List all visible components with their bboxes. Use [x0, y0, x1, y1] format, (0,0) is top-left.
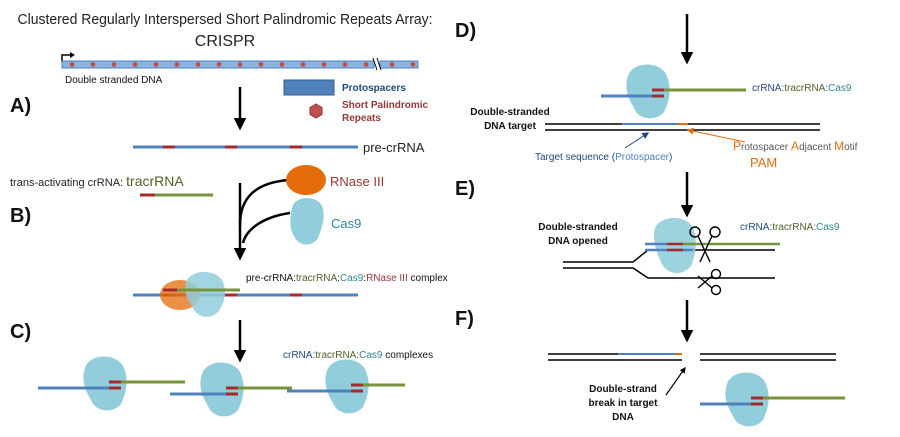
cas9-shape: [290, 197, 324, 245]
tracr-name: tracrRNA: [126, 173, 184, 189]
array-repeat: [363, 62, 369, 67]
tracr-prefix: trans-activating crRNA:: [10, 177, 126, 189]
array-repeat: [300, 62, 306, 67]
d-complex: [601, 64, 746, 119]
array-repeat: [69, 62, 75, 67]
step-d: D): [455, 20, 476, 42]
c-complex-label: crRNA:tracrRNA:Cas9 complexes: [283, 350, 433, 361]
ds-opened-1: Double-stranded: [538, 222, 617, 233]
ds-target-2: DNA target: [484, 121, 537, 132]
cas9-shape: [200, 362, 244, 417]
array-repeat: [342, 62, 348, 67]
pam-pointer: [686, 127, 746, 143]
legend-repeats-1: Short Palindromic: [342, 100, 429, 111]
cas9-complex: [38, 356, 185, 411]
f-complex: [700, 372, 845, 427]
rnase-label: RNase III: [330, 174, 384, 189]
merge-curve-lower: [241, 211, 291, 244]
cas9-shape: [725, 372, 769, 427]
array-repeat: [258, 62, 264, 67]
cas9-label: Cas9: [331, 216, 361, 231]
break-label-2: break in target: [589, 398, 659, 409]
array-repeat: [153, 62, 159, 67]
step-c: C): [10, 321, 31, 343]
array-repeat: [321, 62, 327, 67]
crispr-array: [61, 52, 419, 71]
c-complexes: [38, 356, 405, 417]
step-e: E): [455, 178, 475, 200]
array-repeat: [216, 62, 222, 67]
pre-complex: [133, 271, 358, 317]
cas9-shape: [83, 356, 127, 411]
array-repeat: [279, 62, 285, 67]
cas9-complex: [700, 372, 845, 427]
array-repeat: [132, 62, 138, 67]
cas9-complex: [287, 359, 405, 414]
rnase-iii-shape: [286, 165, 326, 195]
array-label: Double stranded DNA: [65, 75, 163, 86]
cas9-shape: [626, 64, 670, 119]
title-line-2: CRISPR: [195, 33, 255, 50]
protospacer-legend-box: [283, 79, 335, 96]
cas9-complex: [601, 64, 746, 119]
step-b: trans-activating crRNA: tracrRNA: [10, 173, 184, 189]
pam-full-label: Protospacer Adjacent Motif: [733, 139, 858, 153]
legend-protospacers: Protospacers: [342, 83, 406, 94]
title-line-1: Clustered Regularly Interspersed Short P…: [18, 11, 433, 28]
repeat-legend-hexagon: [309, 103, 323, 119]
break-label-1: Double-strand: [589, 384, 657, 395]
pre-crrna-label: pre-crRNA: [363, 140, 425, 155]
array-repeat: [111, 62, 117, 67]
e-complex-label: crRNA:tracrRNA:Cas9: [740, 222, 840, 233]
d-complex-label: crRNA:tracrRNA:Cas9: [752, 83, 852, 94]
dna-target-strands: [545, 123, 820, 131]
target-seq-pointer: [624, 132, 650, 149]
ds-target-1: Double-stranded: [470, 107, 549, 118]
merge-curve-upper: [238, 178, 289, 226]
legend-repeats-2: Repeats: [342, 113, 381, 124]
broken-dna: [548, 353, 836, 361]
step-b-letter: B): [10, 205, 31, 227]
break-pointer: [665, 367, 686, 396]
array-repeat: [237, 62, 243, 67]
array-repeat: [195, 62, 201, 67]
scissors-icon: [689, 226, 722, 296]
ds-opened-2: DNA opened: [548, 236, 608, 247]
step-a: A): [10, 95, 31, 117]
opened-dna: [563, 217, 780, 279]
array-repeat: [90, 62, 96, 67]
array-repeat: [389, 62, 395, 67]
pre-complex-label: pre-crRNA:tracrRNA:Cas9:RNase III comple…: [246, 273, 448, 284]
cas9-complex: [170, 362, 292, 417]
break-label-3: DNA: [612, 412, 634, 423]
array-repeat-markers: [69, 62, 416, 67]
array-repeat: [410, 62, 416, 67]
target-seq-label: Target sequence (Protospacer): [535, 152, 672, 163]
cas9-shape: [325, 359, 369, 414]
array-repeat: [174, 62, 180, 67]
step-f: F): [455, 308, 474, 330]
pam-label: PAM: [750, 155, 777, 170]
